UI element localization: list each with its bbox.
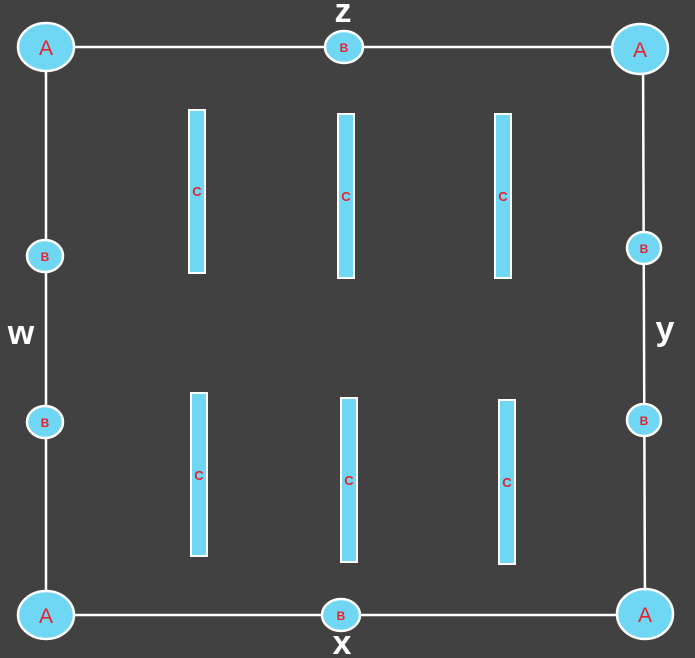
edge-right <box>641 49 647 615</box>
b-node-label: B <box>640 414 649 428</box>
b-node-left-upper[interactable]: B <box>25 238 65 274</box>
a-node-label: A <box>638 604 652 627</box>
a-node-bottom-left[interactable]: A <box>16 589 76 641</box>
c-bars: C C C C C C <box>188 109 516 565</box>
b-node-right-upper[interactable]: B <box>625 230 663 266</box>
c-bar-bottom-right[interactable]: C <box>498 399 516 565</box>
side-labels: z y x w <box>7 0 675 658</box>
b-node-label: B <box>340 41 349 55</box>
b-node-label: B <box>41 416 50 430</box>
a-node-bottom-right[interactable]: A <box>615 587 675 641</box>
c-bar-top-left[interactable]: C <box>188 109 206 274</box>
c-bar-label: C <box>498 189 508 204</box>
b-node-right-lower[interactable]: B <box>625 402 663 438</box>
side-label-top: z <box>335 0 352 30</box>
c-bar-label: C <box>344 473 354 488</box>
b-node-label: B <box>640 242 649 256</box>
c-bar-bottom-left[interactable]: C <box>190 392 208 557</box>
a-nodes: A A A A <box>16 21 675 641</box>
side-label-bottom: x <box>333 624 352 658</box>
side-label-right: y <box>656 310 675 348</box>
a-node-label: A <box>633 39 647 62</box>
b-node-label: B <box>337 609 346 623</box>
c-bar-top-right[interactable]: C <box>494 113 512 279</box>
c-bar-label: C <box>502 475 512 490</box>
b-node-top[interactable]: B <box>323 29 365 65</box>
c-bar-bottom-middle[interactable]: C <box>340 397 358 563</box>
side-label-left: w <box>7 314 35 352</box>
c-bar-label: C <box>192 184 202 199</box>
a-node-label: A <box>39 37 53 60</box>
b-node-left-lower[interactable]: B <box>25 404 65 440</box>
a-node-top-left[interactable]: A <box>16 21 76 73</box>
c-bar-label: C <box>341 189 351 204</box>
c-bar-top-middle[interactable]: C <box>337 113 355 279</box>
a-node-label: A <box>39 605 53 628</box>
b-nodes: B B B B B B <box>25 29 663 633</box>
b-node-label: B <box>41 250 50 264</box>
c-bar-label: C <box>194 468 204 483</box>
b-node-bottom[interactable]: B <box>320 597 362 633</box>
a-node-top-right[interactable]: A <box>610 22 670 76</box>
